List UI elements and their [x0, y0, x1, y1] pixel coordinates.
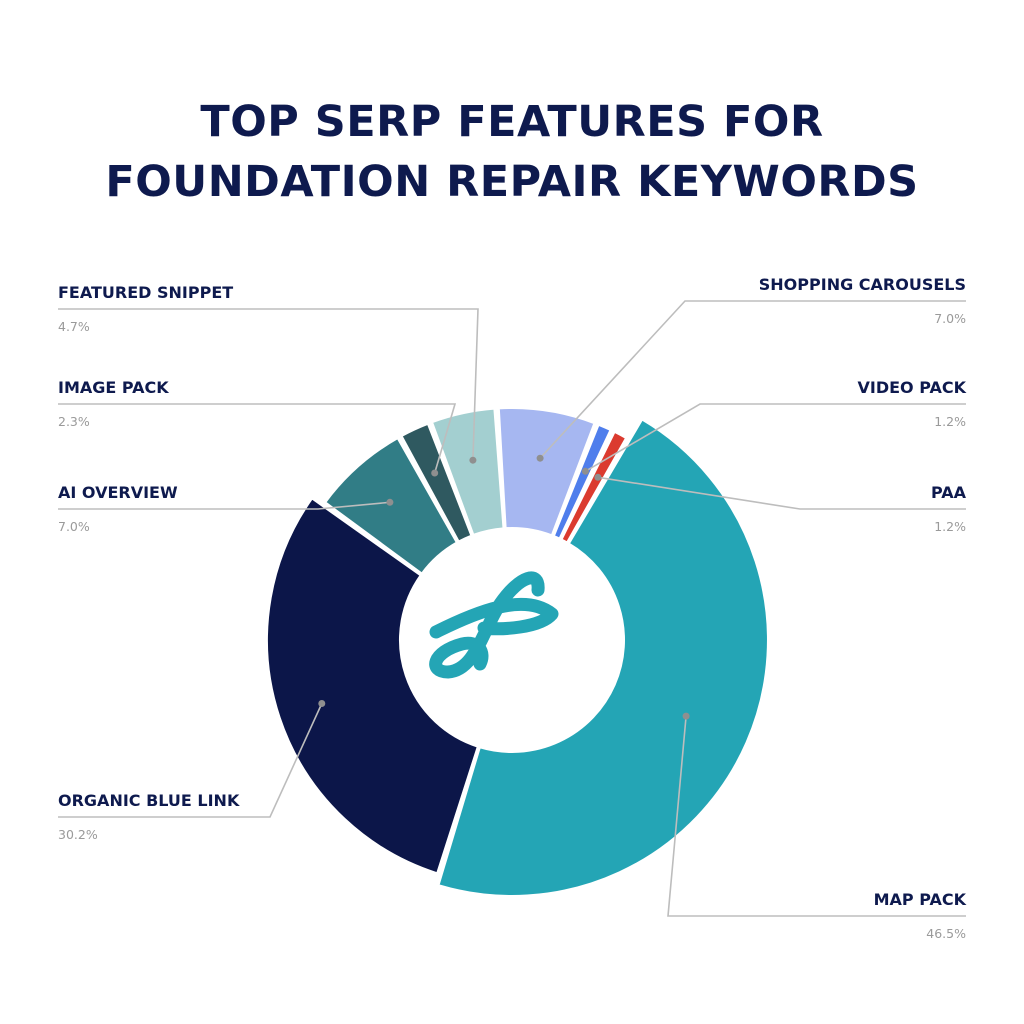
value-image-pack: 2.3%: [58, 414, 90, 429]
value-shopping-carousels: 7.0%: [934, 311, 966, 326]
leader-dot-organic-blue-link: [318, 700, 326, 707]
slice-featured-snippet: [431, 407, 505, 536]
leader-line-shopping-carousels: [539, 300, 966, 459]
leader-dot-ai-overview: [386, 498, 394, 506]
leader-dot-video-pack: [581, 467, 589, 475]
leader-line-ai-overview: [58, 501, 390, 510]
leader-dot-shopping-carousels: [536, 454, 544, 462]
leader-line-image-pack: [58, 403, 457, 474]
value-featured-snippet: 4.7%: [58, 319, 90, 334]
label-shopping-carousels: SHOPPING CAROUSELS: [759, 275, 966, 294]
chart-title: TOP SERP FEATURES FOR FOUNDATION REPAIR …: [0, 92, 1024, 212]
brand-logo: [429, 571, 559, 679]
value-paa: 1.2%: [934, 519, 966, 534]
label-video-pack: VIDEO PACK: [858, 378, 967, 397]
donut-slices: [266, 406, 769, 897]
chart-title-line-2: FOUNDATION REPAIR KEYWORDS: [105, 157, 919, 207]
leader-line-video-pack: [584, 403, 966, 472]
value-organic-blue-link: 30.2%: [58, 827, 98, 842]
label-organic-blue-link: ORGANIC BLUE LINK: [58, 791, 240, 810]
slice-image-pack: [400, 422, 473, 543]
leader-dot-image-pack: [431, 469, 439, 477]
chart-title-line-1: TOP SERP FEATURES FOR: [200, 97, 824, 147]
label-featured-snippet: FEATURED SNIPPET: [58, 283, 233, 302]
leader-dot-featured-snippet: [469, 456, 477, 464]
slice-video-pack: [552, 423, 612, 540]
value-map-pack: 46.5%: [926, 926, 966, 941]
leader-line-paa: [597, 476, 966, 510]
callout-labels: MAP PACK 46.5% ORGANIC BLUE LINK 30.2% AI OV…: [58, 275, 967, 941]
leader-line-featured-snippet: [58, 308, 479, 461]
slice-paa: [560, 430, 628, 544]
leader-line-map-pack: [667, 716, 966, 917]
label-paa: PAA: [931, 483, 967, 502]
slice-organic-blue-link: [266, 497, 479, 875]
leader-dot-paa: [594, 473, 602, 481]
leader-line-organic-blue-link: [58, 703, 323, 818]
brand-logo-glyph: [429, 571, 559, 679]
label-ai-overview: AI OVERVIEW: [58, 483, 178, 502]
label-map-pack: MAP PACK: [874, 890, 967, 909]
label-image-pack: IMAGE PACK: [58, 378, 169, 397]
slice-map-pack: [437, 418, 769, 897]
value-video-pack: 1.2%: [934, 414, 966, 429]
leader-dot-map-pack: [682, 712, 690, 720]
value-ai-overview: 7.0%: [58, 519, 90, 534]
slice-ai-overview: [324, 437, 458, 575]
callout-lines: [58, 300, 966, 917]
slice-shopping-carousels: [497, 406, 596, 537]
